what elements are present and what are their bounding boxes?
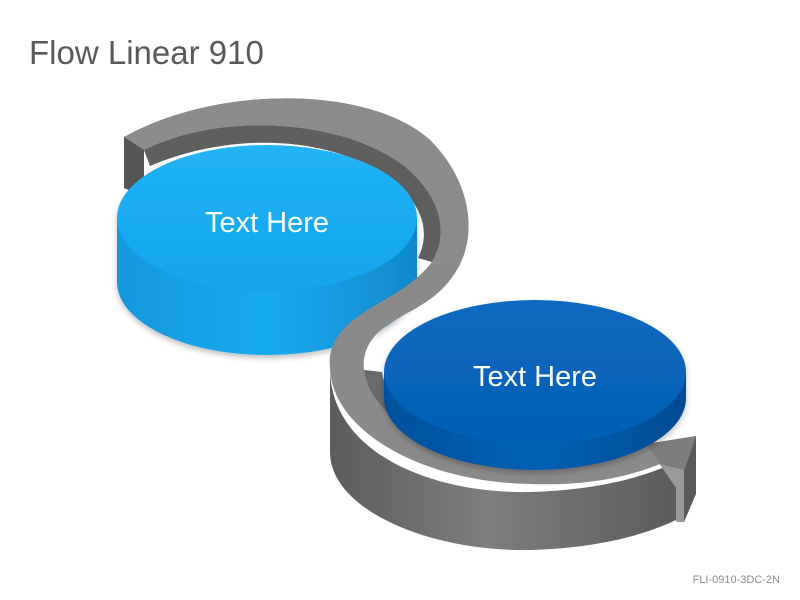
step-2-label: Text Here bbox=[473, 361, 597, 393]
step-1-disc-top bbox=[117, 145, 417, 291]
step-1-disc: Text Here bbox=[117, 145, 417, 355]
step-1-label: Text Here bbox=[205, 207, 329, 239]
slide-code: FLI-0910-3DC-2N bbox=[692, 574, 780, 586]
step-2-disc: Text Here bbox=[384, 300, 686, 470]
arrowhead-side bbox=[684, 436, 696, 522]
upper-rail-inner bbox=[144, 125, 441, 263]
slide-title: Flow Linear 910 bbox=[29, 34, 264, 71]
upper-rail-top bbox=[124, 98, 469, 268]
step-2-disc-top bbox=[384, 300, 686, 444]
arrowhead-face bbox=[646, 436, 696, 470]
lower-rail-top bbox=[329, 262, 660, 485]
lower-rail-wall bbox=[330, 368, 684, 551]
